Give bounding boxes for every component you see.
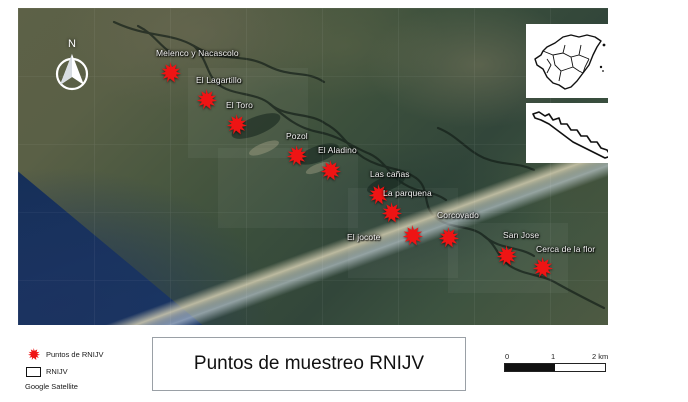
map-canvas[interactable]: N [18, 8, 608, 325]
sample-point-marker[interactable] [495, 245, 517, 267]
surf-line [18, 8, 608, 325]
scale-bar: 0 1 2 km [504, 352, 610, 372]
map-legend: Puntos de RNIJV RNIJV Google Satellite [25, 348, 195, 391]
scale-bar-ticks: 0 1 2 km [504, 352, 610, 363]
scale-tick-2: 2 km [592, 352, 609, 361]
legend-label-rnijv: RNIJV [46, 367, 68, 376]
scale-bar-graphic [504, 363, 606, 372]
sample-point-marker[interactable] [531, 257, 553, 279]
sample-point-marker[interactable] [285, 145, 307, 167]
sample-point-marker[interactable] [401, 225, 423, 247]
north-arrow-label: N [68, 38, 76, 50]
site-label-corcovado: Corcovado [437, 210, 480, 220]
star-marker-icon [25, 348, 42, 361]
map-title-box: Puntos de muestreo RNIJV [152, 337, 466, 391]
legend-label-puntos: Puntos de RNIJV [46, 350, 104, 359]
scale-tick-1: 1 [551, 352, 556, 361]
legend-item-rnijv: RNIJV [25, 365, 195, 378]
sample-point-marker[interactable] [380, 202, 402, 224]
site-label-la-parquena: La parquena [383, 188, 432, 198]
sample-point-marker[interactable] [319, 160, 341, 182]
site-label-melenco-y-nacascolo: Melenco y Nacascolo [156, 48, 239, 58]
site-label-san-jose: San Jose [503, 230, 540, 240]
inset-map-reserve-boundary [526, 103, 608, 163]
sample-point-marker[interactable] [195, 89, 217, 111]
site-label-el-aladino: El Aladino [318, 145, 357, 155]
site-label-el-lagartillo: El Lagartillo [196, 75, 242, 85]
site-label-el-toro: El Toro [226, 100, 254, 110]
tile-seams [18, 8, 608, 325]
legend-basemap-source: Google Satellite [25, 382, 78, 391]
sample-point-marker[interactable] [225, 114, 247, 136]
site-label-el-jocote: El jocote [347, 232, 381, 242]
legend-item-puntos: Puntos de RNIJV [25, 348, 195, 361]
sample-point-marker[interactable] [437, 227, 459, 249]
site-label-las-canas: Las cañas [370, 169, 410, 179]
site-label-cerca-de-la-flor: Cerca de la flor [536, 244, 596, 254]
page-title: Puntos de muestreo RNIJV [193, 353, 425, 374]
scale-seg-filled [505, 364, 555, 371]
scale-tick-0: 0 [505, 352, 510, 361]
site-label-pozol: Pozol [286, 131, 308, 141]
inset-map-nicaragua [526, 24, 608, 98]
sample-point-marker[interactable] [159, 62, 181, 84]
sample-point-marker[interactable] [367, 184, 389, 206]
north-arrow: N [50, 38, 94, 94]
scale-seg-empty [555, 364, 605, 371]
polygon-outline-icon [25, 365, 42, 378]
